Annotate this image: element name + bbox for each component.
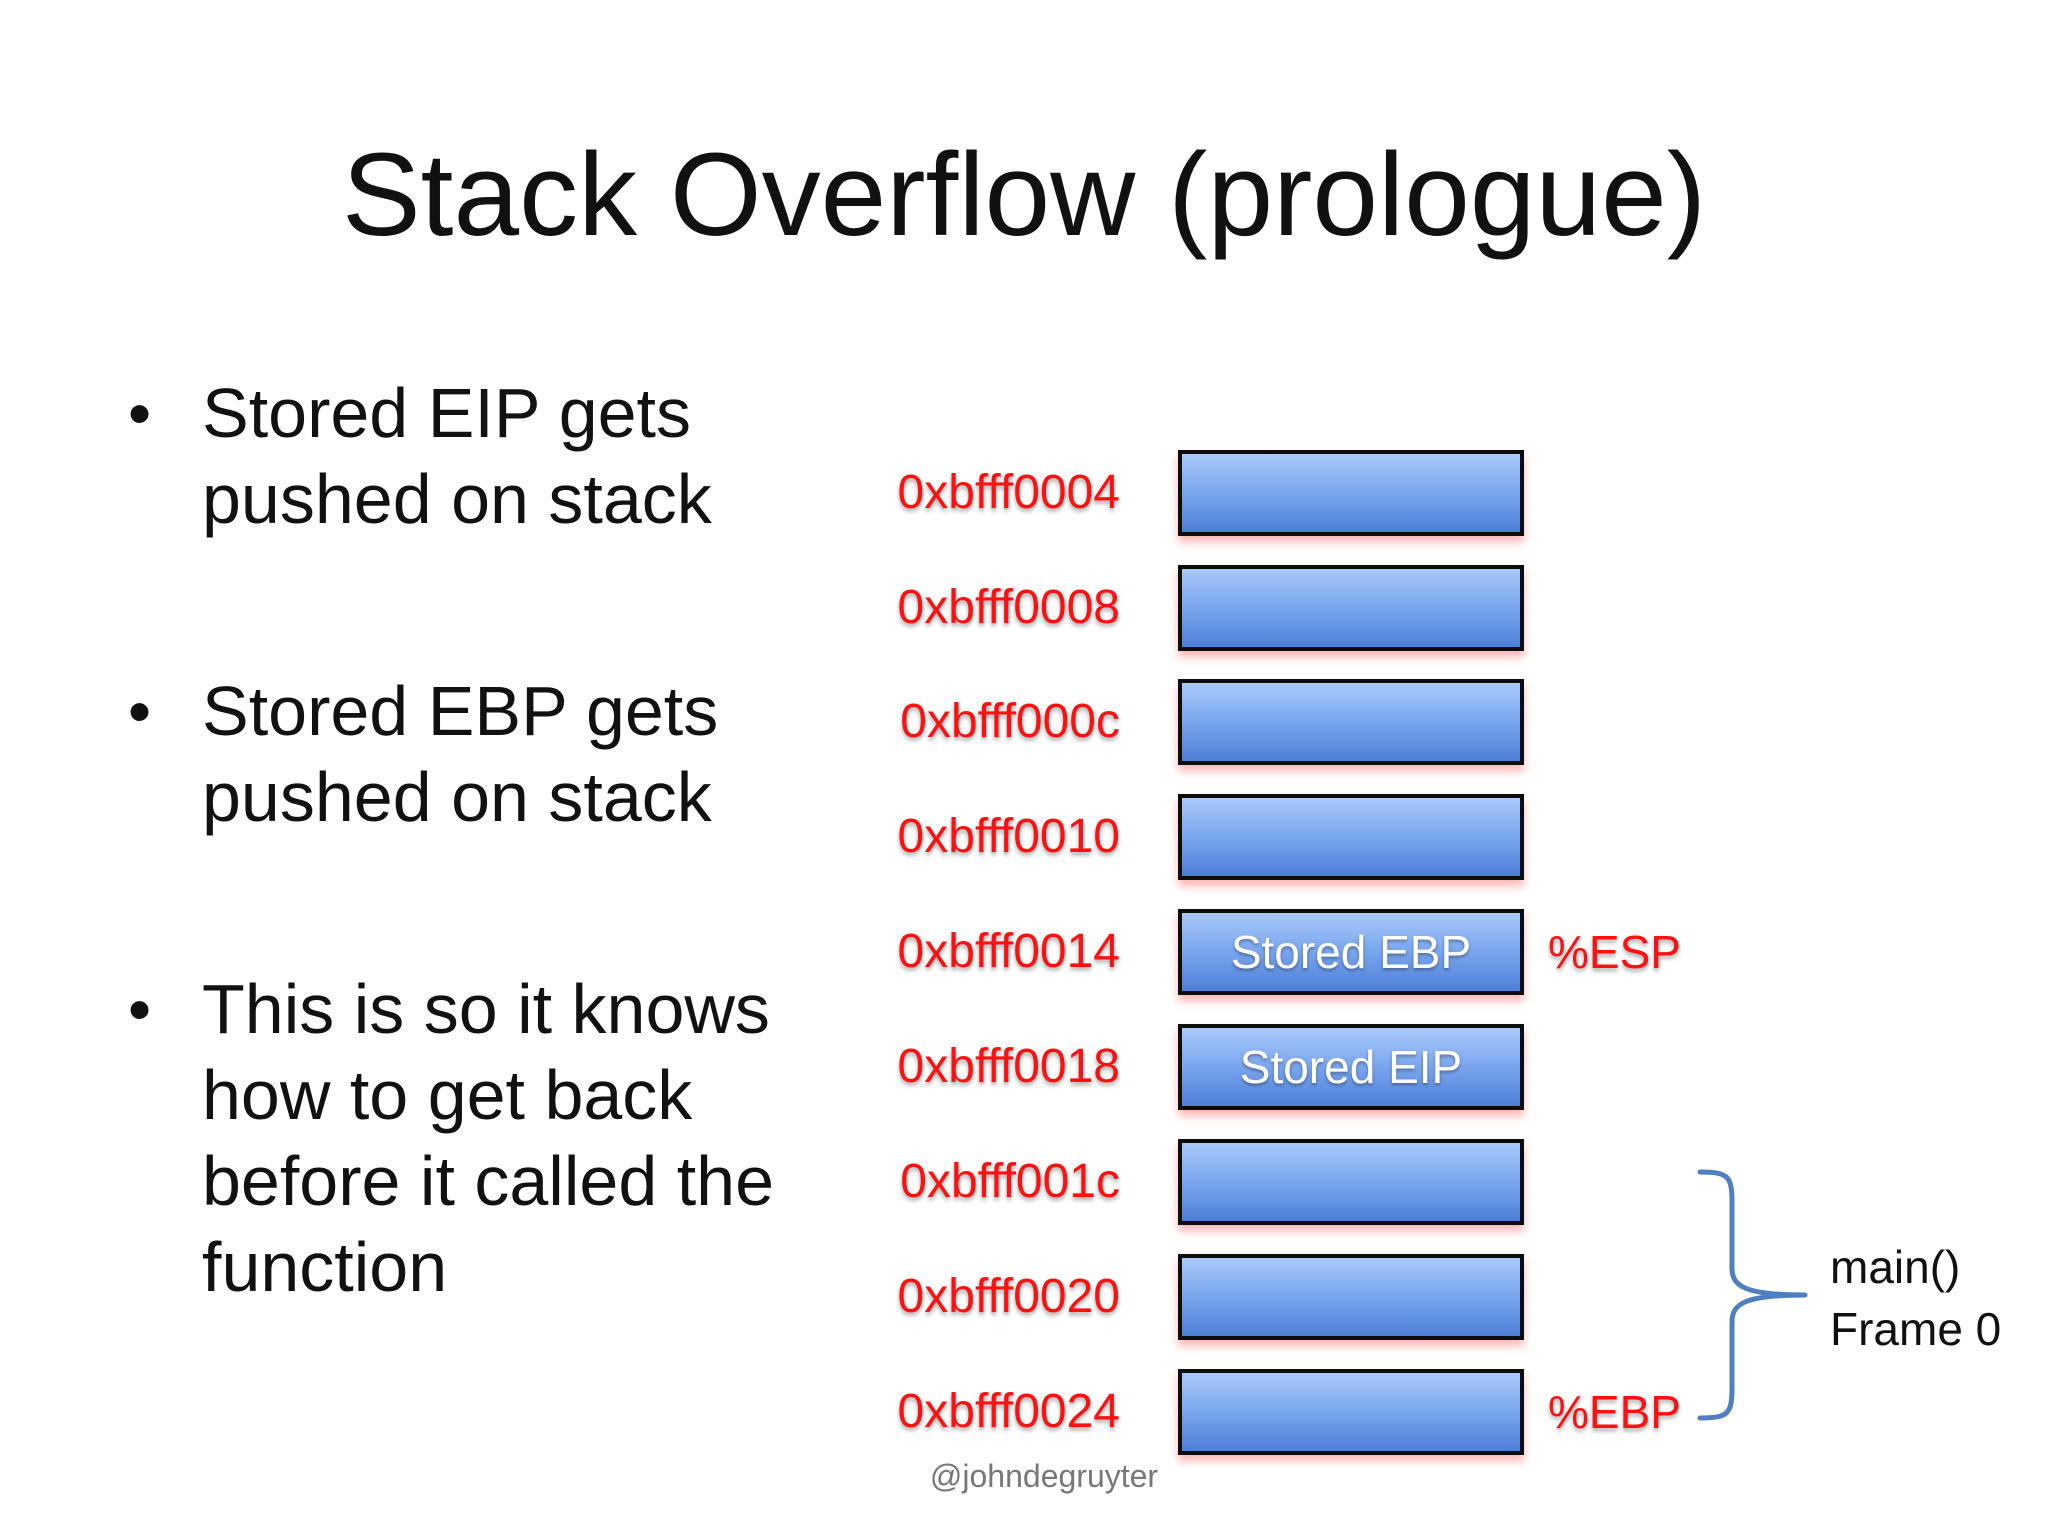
bullet-list: • Stored EIP gets pushed on stack • Stor…: [120, 370, 880, 1310]
bullet-line: pushed on stack: [202, 460, 712, 538]
stack-cell-stored-eip: Stored EIP: [1178, 1024, 1524, 1110]
bullet-line: function: [202, 1228, 448, 1306]
stack-cell: [1178, 794, 1524, 880]
stack-address: 0xbfff0010: [897, 810, 1120, 863]
slide-title: Stack Overflow (prologue): [341, 129, 1707, 261]
frame-label: main() Frame 0: [1830, 1236, 2001, 1360]
bullet-item: • Stored EIP gets pushed on stack: [120, 370, 880, 542]
bullet-glyph: •: [128, 972, 152, 1046]
bullet-line: This is so it knows: [202, 970, 770, 1048]
stack-cell: [1178, 1369, 1524, 1455]
stack-cell: [1178, 1139, 1524, 1225]
stack-cell: [1178, 679, 1524, 765]
bullet-line: before it called the: [202, 1142, 775, 1220]
bullet-glyph: •: [128, 674, 152, 748]
stack-address: 0xbfff0018: [897, 1040, 1120, 1093]
ebp-register-label: %EBP: [1548, 1386, 1681, 1438]
bullet-line: pushed on stack: [202, 758, 712, 836]
frame-brace-icon: [1697, 1169, 1808, 1421]
stack-address: 0xbfff0004: [897, 466, 1120, 519]
bullet-line: how to get back: [202, 1056, 693, 1134]
author-credit: @johndegruyter: [929, 1458, 1159, 1494]
frame-number: Frame 0: [1830, 1303, 2002, 1355]
stack-cell: [1178, 450, 1524, 536]
stack-address: 0xbfff0024: [897, 1385, 1120, 1438]
stack-address: 0xbfff001c: [900, 1155, 1120, 1208]
stack-cell: [1178, 565, 1524, 651]
bullet-glyph: •: [128, 376, 152, 450]
bullet-item: • Stored EBP gets pushed on stack: [120, 668, 880, 840]
frame-function-name: main(): [1830, 1241, 1961, 1293]
bullet-item: • This is so it knows how to get back be…: [120, 966, 880, 1310]
bullet-line: Stored EIP gets: [202, 374, 692, 452]
stack-cell: [1178, 1254, 1524, 1340]
stack-address: 0xbfff0020: [897, 1270, 1120, 1323]
stack-address: 0xbfff0008: [897, 581, 1120, 634]
stack-address: 0xbfff000c: [900, 695, 1120, 748]
stack-address: 0xbfff0014: [897, 925, 1120, 978]
stack-cell-stored-ebp: Stored EBP: [1178, 909, 1524, 995]
bullet-line: Stored EBP gets: [202, 672, 719, 750]
esp-register-label: %ESP: [1548, 926, 1681, 978]
